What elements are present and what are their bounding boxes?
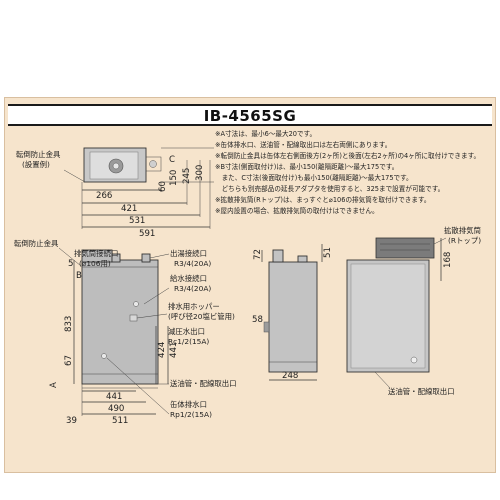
callout-exhaust-port-size: (⌀106用) [79, 259, 111, 268]
note-line: ※転倒防止金具は缶体左右側面後方(2ヶ所)と後面(左右2ヶ所)の4ヶ所に取付けで… [215, 151, 480, 160]
dim-72: 72 [253, 249, 263, 260]
front-bracket-label: 転倒防止金具 [14, 239, 59, 248]
dim-60: 60 [158, 181, 168, 192]
dim-A: A [49, 382, 59, 388]
dim-B: B [76, 271, 82, 281]
dim-300: 300 [195, 165, 205, 181]
note-line: また、C寸法(後面取付け)も最小150(離隔距離)～最大175です。 [215, 173, 413, 182]
side-view-body [268, 261, 318, 373]
dim-51: 51 [323, 247, 333, 258]
callout-water-inlet-size: R3/4(20A) [174, 284, 211, 293]
callout-drain-hopper: 排水用ホッパー [168, 302, 220, 311]
dim-441v: 441 [169, 342, 179, 358]
callout-exhaust-port: 排気筒接続口 [74, 249, 118, 258]
front-view-body [81, 259, 159, 385]
dim-833: 833 [64, 316, 74, 332]
rear-view: 拡散排気筒 (Rトップ) 168 送油管・配線取出口 [346, 226, 481, 396]
note-line: どちらも別売部品の延長アダプタを使用すると、325まで設置が可能です。 [215, 184, 444, 193]
dim-67: 67 [64, 355, 74, 366]
callout-drain-hopper-size: (呼び径20塩ビ管用) [168, 312, 235, 321]
callout-hot-water-outlet: 出湯接続口 [170, 249, 207, 258]
note-line: ※A寸法は、最小6～最大20です。 [215, 129, 316, 138]
dim-248: 248 [282, 371, 298, 381]
callout-tank-drain-size: Rp1/2(15A) [170, 410, 212, 419]
note-line: ※B寸法(側面取付け)は、最小150(離隔距離)～最大175です。 [215, 162, 398, 171]
dim-441h: 441 [106, 392, 122, 402]
dim-C: C [169, 155, 175, 165]
dim-5: 5 [68, 259, 73, 269]
callout-oil-wiring-outlet: 送油管・配線取出口 [170, 379, 237, 388]
dim-168: 168 [443, 252, 453, 268]
top-view: 転倒防止金具 (設置例) 266 421 531 591 60 150 245 … [16, 147, 214, 239]
dimension-drawing: ※A寸法は、最小6～最大20です。 ※缶体排水口、送油管・配線取出口は左右両側に… [14, 129, 481, 426]
dim-266: 266 [96, 191, 112, 201]
dim-421: 421 [121, 204, 137, 214]
dim-531: 531 [129, 216, 145, 226]
dim-150: 150 [169, 170, 179, 186]
rtop-exhaust-body [375, 237, 435, 259]
model-title-bar: IB-4565SG [8, 104, 492, 126]
dim-490: 490 [108, 404, 124, 414]
dim-39: 39 [66, 416, 77, 426]
callout-relief-outlet: 減圧水出口 [168, 327, 205, 336]
front-view: 転倒防止金具 5 B 833 67 A 424 441 441 490 511 … [14, 239, 237, 426]
note-line: ※缶体排水口、送油管・配線取出口は左右両側にあります。 [215, 140, 391, 149]
rtop-label-sub: (Rトップ) [448, 236, 481, 245]
note-line: ※屋内設置の場合、拡散排気筒の取付けはできません。 [215, 206, 379, 215]
model-title: IB-4565SG [203, 107, 297, 125]
callout-water-inlet: 給水接続口 [170, 274, 207, 283]
dim-58: 58 [252, 315, 263, 325]
callout-relief-outlet-size: Rc1/2(15A) [168, 337, 209, 346]
dim-424: 424 [157, 342, 167, 358]
notes-block: ※A寸法は、最小6～最大20です。 ※缶体排水口、送油管・配線取出口は左右両側に… [215, 129, 480, 215]
top-bracket-label-sub: (設置例) [22, 160, 50, 169]
dim-245: 245 [182, 168, 192, 184]
top-bracket-label: 転倒防止金具 [16, 150, 61, 159]
callout-tank-drain: 缶体排水口 [170, 400, 207, 409]
dim-511: 511 [112, 416, 128, 426]
dim-591: 591 [139, 229, 155, 239]
note-line: ※拡散排気筒(Rトップ)は、まっすぐと⌀106の排気筒を取付けできます。 [215, 195, 431, 204]
rtop-label: 拡散排気筒 [444, 226, 481, 235]
side-view: 72 51 58 248 [252, 244, 333, 381]
rear-callout-oil-wiring: 送油管・配線取出口 [388, 387, 455, 396]
callout-hot-water-outlet-size: R3/4(20A) [174, 259, 211, 268]
